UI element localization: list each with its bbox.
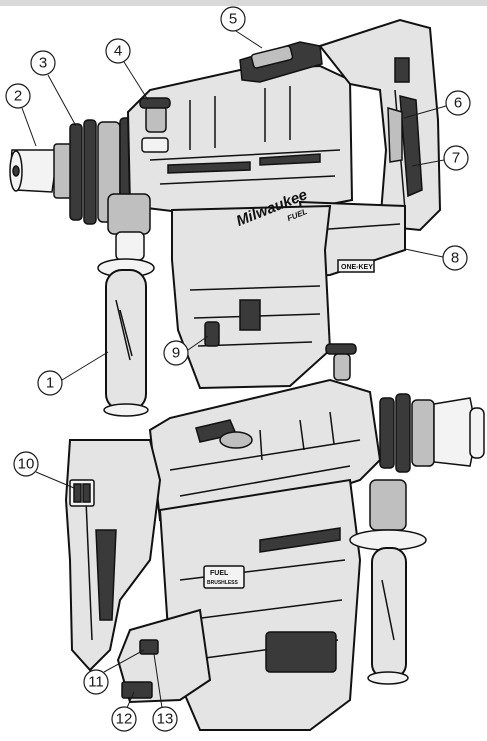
badge-bottom-text: BRUSHLESS (207, 580, 239, 586)
callout-10-label: 10 (18, 456, 35, 473)
callout-7: 7 (411, 145, 469, 171)
callout-5: 5 (220, 6, 263, 49)
callout-3: 3 (30, 50, 77, 127)
battery-lower (116, 608, 212, 704)
upper-tool-view: ONE-KEY Milwaukee FUEL (9, 18, 442, 417)
callout-6: 6 (403, 90, 471, 119)
callout-2: 2 (5, 83, 37, 147)
top-border (0, 0, 487, 6)
callout-8-label: 8 (451, 250, 459, 267)
callout-11: 11 (83, 649, 145, 695)
callout-1: 1 (37, 351, 109, 396)
callout-4-label: 4 (114, 43, 122, 60)
callout-12: 12 (111, 691, 137, 732)
callout-1-label: 1 (46, 375, 54, 392)
depth-rod-knob-lower (325, 343, 357, 381)
callout-6-label: 6 (454, 95, 462, 112)
callout-11-label: 11 (88, 674, 104, 691)
chuck-lower (379, 393, 485, 473)
badge-top-text: FUEL (210, 570, 229, 577)
callout-2-label: 2 (14, 88, 22, 105)
callout-13: 13 (152, 653, 178, 732)
callout-9: 9 (163, 335, 209, 366)
callout-8: 8 (404, 245, 468, 271)
rear-handle-lower (64, 439, 162, 672)
one-key-label: ONE-KEY (341, 264, 373, 271)
depth-rod-knob (139, 97, 171, 153)
motor-housing-upper: Milwaukee FUEL (171, 186, 332, 390)
side-handle-lower (349, 479, 427, 685)
callout-13-label: 13 (157, 711, 174, 728)
callout-9-label: 9 (172, 345, 180, 362)
callout-5-label: 5 (229, 11, 237, 28)
callout-3-label: 3 (39, 55, 47, 72)
callout-10: 10 (13, 451, 75, 489)
callout-4: 4 (105, 38, 149, 101)
motor-housing-lower: FUEL BRUSHLESS (158, 478, 362, 731)
callout-12-label: 12 (116, 711, 133, 728)
callout-7-label: 7 (452, 150, 460, 167)
lower-tool-view: FUEL BRUSHLESS (64, 343, 485, 731)
side-handle-upper (97, 193, 155, 417)
top-mode-selector (239, 41, 323, 83)
chuck-upper (9, 143, 73, 199)
